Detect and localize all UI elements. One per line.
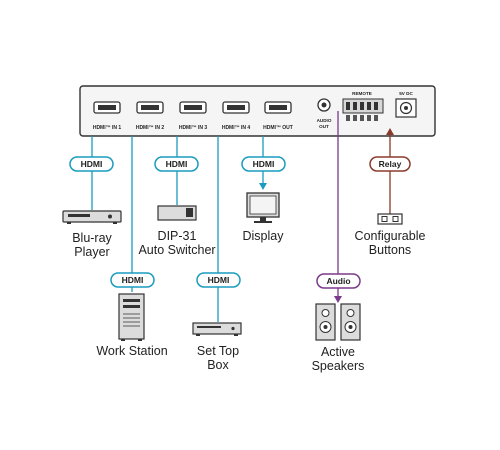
bluray-label-1: Blu-ray — [72, 231, 112, 245]
port-label-in-3: HDMI™ IN 3 — [179, 125, 208, 131]
connection-lines — [91, 111, 394, 322]
speakers-label-2: Speakers — [312, 359, 365, 373]
configurable-buttons-icon — [377, 213, 403, 225]
audio-pill: Audio — [316, 273, 361, 289]
hdmi-pill-display-label: HDMI — [253, 159, 275, 169]
hdmi-pill-settop-label: HDMI — [208, 275, 230, 285]
bluray-player-icon — [62, 210, 122, 224]
audio-arrow — [334, 296, 342, 303]
settop-label-2: Box — [207, 358, 229, 372]
dip31-switcher-icon — [157, 205, 197, 221]
dc-power-jack: 5V DC — [395, 91, 417, 118]
dip31-label-1: DIP-31 — [158, 229, 197, 243]
relay-pill-label: Relay — [379, 159, 402, 169]
hdmi-pill-display: HDMI — [241, 156, 286, 172]
display-monitor-icon — [246, 192, 280, 223]
audio-out-label-2: OUT — [319, 124, 329, 129]
hdmi-pill-dip31: HDMI — [154, 156, 199, 172]
speakers-label-1: Active — [321, 345, 355, 359]
speakers-icon — [315, 303, 361, 341]
hdmi-pill-settop: HDMI — [196, 272, 241, 288]
bluray-label-2: Player — [74, 245, 109, 259]
hdmi-port-out: HDMI™ OUT — [263, 101, 293, 131]
hdmi-pill-bluray: HDMI — [69, 156, 114, 172]
set-top-box-icon — [192, 322, 242, 336]
port-label-in-4: HDMI™ IN 4 — [222, 125, 251, 131]
workstation-tower-icon — [118, 293, 145, 341]
hdmi-pill-bluray-label: HDMI — [81, 159, 103, 169]
settop-label-1: Set Top — [197, 344, 239, 358]
buttons-label-1: Configurable — [355, 229, 426, 243]
dip31-label-2: Auto Switcher — [138, 243, 215, 257]
remote-terminal-block: REMOTE — [342, 91, 384, 121]
audio-pill-label: Audio — [326, 276, 350, 286]
workstation-label: Work Station — [96, 344, 167, 358]
display-label: Display — [243, 229, 285, 243]
hdmi-port-in-4: HDMI™ IN 4 — [222, 101, 251, 131]
audio-out-label-1: AUDIO — [317, 118, 332, 123]
hdmi-pill-dip31-label: HDMI — [166, 159, 188, 169]
dc-label: 5V DC — [399, 91, 413, 96]
relay-pill: Relay — [369, 156, 411, 172]
buttons-label-2: Buttons — [369, 243, 411, 257]
hdmi-pill-workstation-label: HDMI — [122, 275, 144, 285]
audio-out-jack: AUDIO OUT — [317, 98, 332, 129]
display-arrow — [259, 183, 267, 190]
port-label-out: HDMI™ OUT — [263, 125, 293, 131]
port-label-in-1: HDMI™ IN 1 — [93, 125, 122, 131]
hdmi-port-in-3: HDMI™ IN 3 — [179, 101, 208, 131]
relay-arrow — [386, 128, 394, 135]
remote-label: REMOTE — [352, 91, 372, 96]
hdmi-port-in-1: HDMI™ IN 1 — [93, 101, 122, 131]
hdmi-pill-workstation: HDMI — [110, 272, 155, 288]
port-label-in-2: HDMI™ IN 2 — [136, 125, 165, 131]
hdmi-port-in-2: HDMI™ IN 2 — [136, 101, 165, 131]
switcher-device: HDMI™ IN 1 HDMI™ IN 2 HDMI™ IN 3 HDMI™ I… — [79, 85, 436, 137]
